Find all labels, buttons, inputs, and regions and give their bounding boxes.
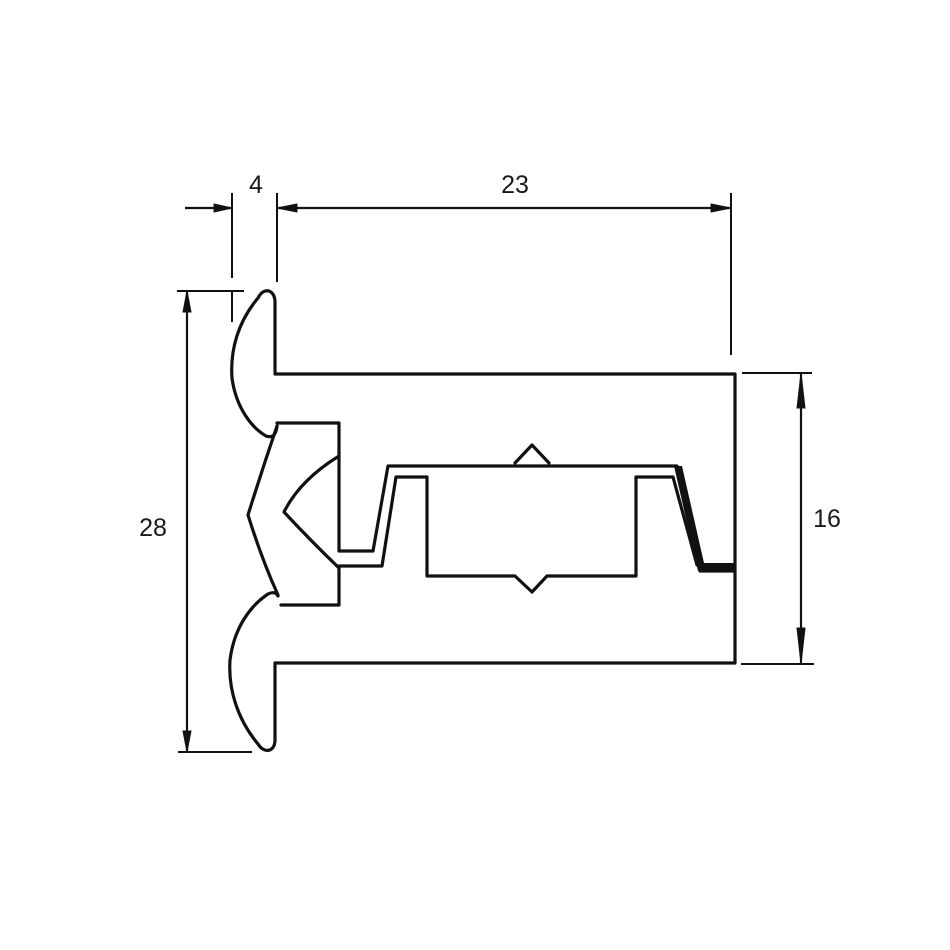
- dimension-label-16: 16: [813, 505, 841, 533]
- arrow-left-icon: [276, 203, 298, 213]
- top-rail-notch: [513, 443, 551, 465]
- profile-outline: [228, 289, 737, 752]
- dimension-16: 16: [741, 372, 841, 665]
- body-top-edge: [273, 372, 737, 665]
- dimension-label-28: 28: [139, 514, 167, 542]
- dimension-label-4: 4: [249, 171, 263, 199]
- thick-wedge: [674, 466, 735, 571]
- arrow-down-icon: [796, 627, 806, 665]
- dimension-28: 28: [139, 290, 252, 753]
- arrow-right-icon: [710, 203, 732, 213]
- arrow-up-icon: [796, 372, 806, 409]
- dimension-4: 4: [185, 171, 278, 322]
- dimension-label-23: 23: [501, 171, 529, 199]
- arrow-right-icon: [213, 203, 233, 213]
- top-flange: [230, 289, 279, 439]
- arrow-up-icon: [182, 290, 192, 313]
- dimension-23: 23: [276, 171, 732, 355]
- clip-block-lower: [246, 424, 280, 597]
- clip-block: [275, 421, 737, 573]
- bottom-flange: [228, 591, 280, 752]
- arrow-down-icon: [182, 730, 192, 753]
- v-groove: [282, 454, 341, 570]
- clip-block-bottom: [279, 475, 737, 607]
